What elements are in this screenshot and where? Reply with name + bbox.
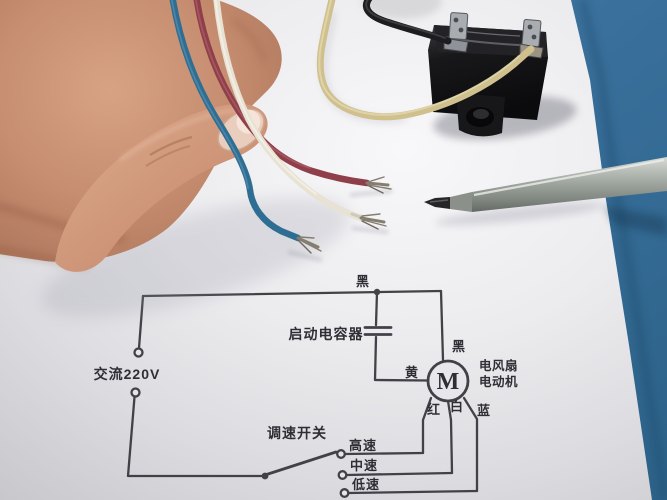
wire-tip-shadows	[287, 189, 393, 262]
label-blue: 蓝	[477, 403, 491, 418]
label-power: 交流220V	[94, 366, 161, 382]
terminal-tab-right	[521, 19, 542, 48]
terminal-hole-left2	[458, 27, 464, 33]
terminal-hole-right1	[527, 24, 533, 30]
circuit-diagram	[126, 288, 479, 498]
thumb	[55, 103, 268, 272]
capacitor-foot-sheen	[473, 109, 489, 119]
contact-mid	[337, 470, 348, 480]
source-terminal-bottom	[130, 387, 141, 398]
label-yellow: 黄	[405, 365, 419, 380]
thumb-body	[55, 103, 268, 272]
red-tip-shadow	[349, 189, 393, 197]
white-tip-shadow	[351, 226, 389, 234]
thumb-highlight	[118, 108, 241, 162]
blurred-object	[362, 0, 442, 19]
label-black-top: 黑	[356, 274, 370, 289]
screwdriver-ferrule	[450, 192, 472, 212]
screwdriver	[424, 157, 667, 236]
capacitor-lead-top	[374, 290, 379, 327]
paper-shadow	[578, 0, 667, 500]
knuckle-shadow	[230, 17, 267, 63]
label-speed-switch: 调速开关	[267, 425, 327, 441]
label-start-capacitor: 启动电容器	[289, 326, 364, 342]
label-red: 红	[427, 402, 441, 417]
wire-bundle	[169, 0, 392, 254]
wire-black-highlight	[365, 0, 446, 39]
screwdriver-shaft-highlight	[473, 158, 665, 197]
motor-leg-white	[446, 399, 454, 475]
label-mid-speed: 中速	[350, 458, 378, 473]
label-device-2: 电动机	[479, 374, 518, 389]
label-motor-m: M	[437, 369, 460, 395]
wire-white-highlight	[214, 0, 317, 195]
thumb-crease-1	[149, 135, 193, 157]
wire-maroon-highlight	[194, 0, 311, 169]
line-low	[347, 489, 479, 495]
wire-white-copper-tip	[350, 212, 387, 230]
screwdriver-tip-facet	[429, 199, 449, 203]
line-mid	[345, 471, 454, 477]
diagram-labels: 交流220V 启动电容器 黑 黑 黄 M 电风扇 电动机 红 白 蓝 调速开关 …	[94, 274, 518, 492]
screwdriver-shadow-mat	[604, 206, 667, 236]
terminal-hole-left1	[453, 17, 459, 23]
motor-top-lead	[439, 289, 445, 362]
terminal-hole-right2	[531, 34, 537, 40]
wire-yellow-highlight	[318, 0, 520, 116]
terminal-tab-left	[448, 12, 469, 40]
label-high-speed: 高速	[349, 438, 377, 453]
blue-tip-shadow	[287, 250, 323, 262]
label-black-motor: 黑	[452, 339, 466, 354]
wire-blue-copper-tip	[296, 236, 322, 254]
line-high	[343, 451, 425, 456]
diagram-left-wire-lower	[126, 395, 265, 478]
capacitor-lead-bottom	[373, 335, 430, 382]
label-device-1: 电风扇	[479, 358, 518, 373]
label-white: 白	[450, 399, 464, 414]
motor-leg-red	[421, 396, 433, 455]
label-low-speed: 低速	[351, 477, 380, 492]
thumb-crease-2	[145, 145, 191, 167]
wire-black	[363, 0, 452, 45]
wire-maroon-copper-tip	[365, 176, 392, 194]
motor-leg-blue	[462, 396, 479, 493]
palm	[0, 0, 282, 262]
wire-blue-highlight	[170, 0, 249, 189]
contact-low	[339, 488, 350, 498]
screwdriver-shaft	[472, 157, 667, 212]
source-terminal-top	[133, 347, 144, 358]
screwdriver-shadow-paper	[435, 202, 605, 226]
contact-high	[336, 449, 346, 459]
wire-yellow	[316, 0, 535, 121]
switch-arm	[263, 450, 338, 477]
